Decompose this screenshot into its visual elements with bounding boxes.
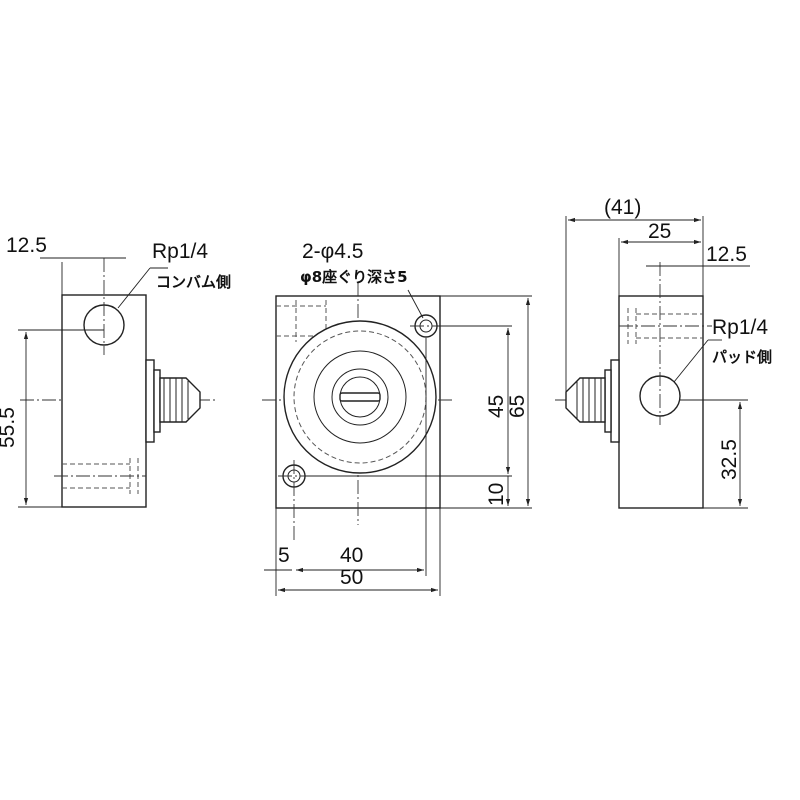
right-port-note: パッド側 (712, 348, 772, 366)
left-hidden-hole (54, 458, 146, 494)
left-port-leader (117, 267, 151, 309)
front-knob-slot (339, 392, 381, 402)
front-hole-note: φ8座ぐり深さ5 (300, 268, 408, 286)
front-hole-label: 2-φ4.5 (302, 240, 363, 263)
left-dim-height: 55.5 (0, 407, 19, 448)
left-knob (145, 359, 201, 443)
right-dim-body: 25 (648, 220, 671, 243)
front-dim-inner-w: 40 (340, 544, 363, 567)
left-port-note: コンバム側 (156, 273, 231, 291)
front-dim-inner-h: 45 (485, 395, 508, 418)
right-knob (565, 359, 620, 443)
right-dim-port: 12.5 (706, 243, 747, 266)
right-port-label: Rp1/4 (712, 316, 768, 339)
right-side-view: (41) 25 12.5 Rp1/4 パッド側 32.5 (555, 196, 772, 509)
front-view: 2-φ4.5 φ8座ぐり深さ5 45 65 10 5 40 50 (262, 240, 532, 596)
front-knob-outer (331, 368, 389, 426)
left-dim-top: 12.5 (6, 234, 47, 257)
right-dim-height: 32.5 (718, 439, 741, 480)
front-dim-left: 5 (278, 544, 290, 567)
left-port-label: Rp1/4 (152, 240, 208, 263)
front-dim-bottom: 10 (485, 483, 508, 506)
right-dim-overall: (41) (604, 196, 641, 219)
front-dim-outer-w: 50 (340, 566, 363, 589)
right-port-leader (673, 339, 709, 383)
front-dim-outer-h: 65 (506, 395, 529, 418)
front-boss-ring (313, 350, 407, 444)
left-side-view: 12.5 55.5 Rp1/4 コンバム側 (0, 234, 231, 508)
right-hidden-hole (619, 308, 712, 344)
front-hole-leader (407, 289, 424, 319)
